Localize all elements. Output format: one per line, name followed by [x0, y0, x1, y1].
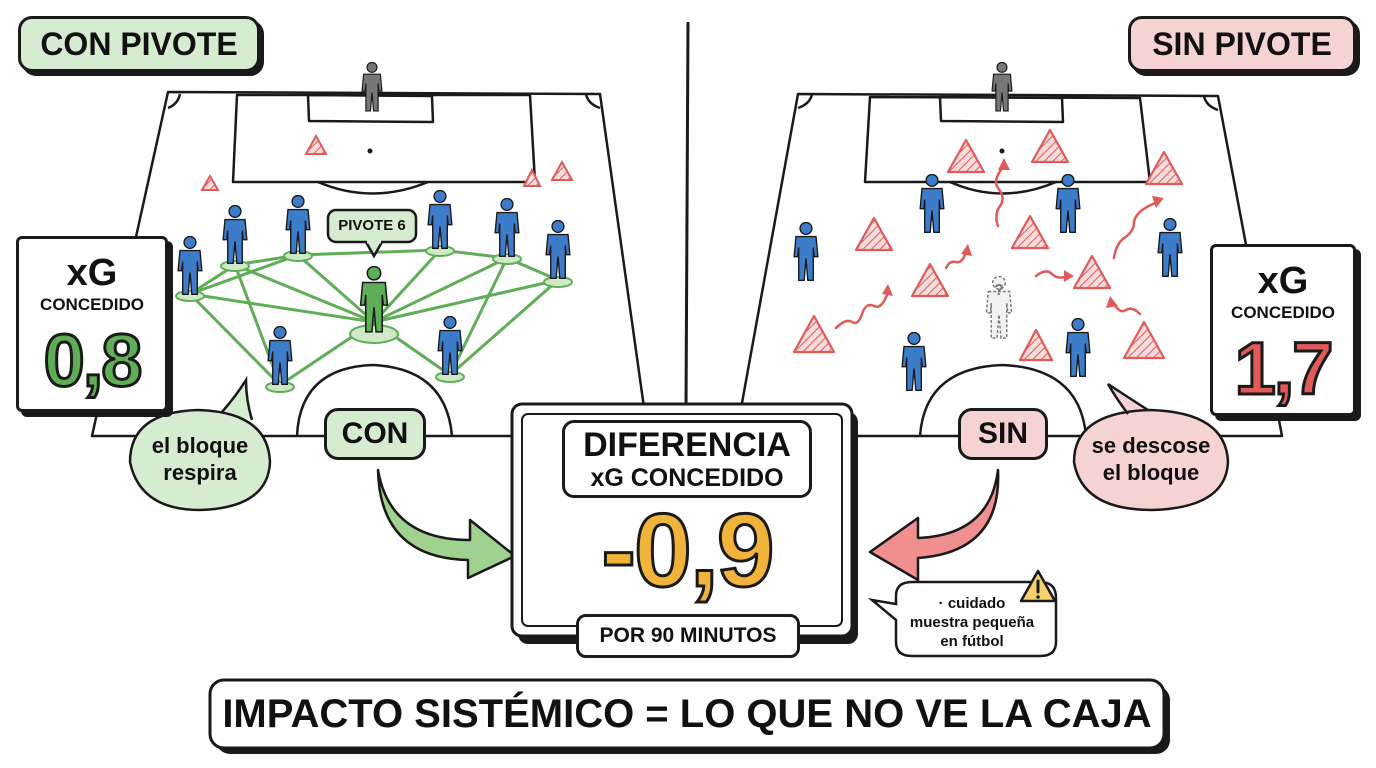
- center-title-line-1: DIFERENCIA: [583, 426, 791, 464]
- center-divider: [684, 21, 690, 409]
- right-xg-label: xG: [1257, 260, 1309, 302]
- left-title: CON PIVOTE: [18, 16, 260, 72]
- con-tag: CON: [324, 408, 426, 460]
- left-bubble-text: el bloque respira: [136, 432, 264, 486]
- pivot-label: PIVOTE 6: [338, 217, 406, 234]
- left-speech-bubble: [128, 375, 272, 512]
- left-bubble-line-2: respira: [163, 460, 237, 485]
- green-flow-arrow: [376, 468, 517, 580]
- right-bubble-line-1: se descose: [1091, 433, 1211, 458]
- right-pitch: [734, 92, 1284, 438]
- warning-icon: [1019, 569, 1057, 603]
- right-title: SIN PIVOTE: [1128, 16, 1356, 72]
- warning-line-3: en fútbol: [940, 633, 1004, 650]
- bottom-banner: IMPACTO SISTÉMICO = LO QUE NO VE LA CAJA: [222, 692, 1152, 736]
- warning-line-2: muestra pequeña: [909, 614, 1035, 631]
- pivot-label-callout: [326, 208, 418, 259]
- sin-tag: SIN: [958, 408, 1048, 460]
- warning-text: · cuidado muestra pequeña en fútbol: [898, 594, 1046, 651]
- left-title-text: CON PIVOTE: [40, 26, 238, 62]
- right-xg-box: xG CONCEDIDO 1,7: [1210, 244, 1356, 416]
- right-goalkeeper: [991, 62, 1013, 112]
- sin-tag-text: SIN: [977, 417, 1028, 450]
- con-tag-text: CON: [341, 417, 409, 450]
- missing-pivot-question: ?: [994, 282, 1004, 299]
- left-xg-label: xG: [66, 252, 118, 294]
- center-title-line-2: xG CONCEDIDO: [590, 464, 784, 492]
- red-flow-arrow: [868, 468, 1000, 582]
- left-xg-sublabel: CONCEDIDO: [40, 295, 144, 314]
- right-xg-value: 1,7: [1233, 327, 1335, 410]
- left-xg-value: 0,8: [42, 319, 144, 402]
- center-diff-value: -0,9: [600, 493, 776, 609]
- right-bubble-line-2: el bloque: [1102, 460, 1200, 485]
- left-bubble-line-1: el bloque: [151, 433, 249, 458]
- banner-frame: [208, 678, 1166, 750]
- center-footer-text: POR 90 MINUTOS: [599, 624, 777, 647]
- player-base-rings: [175, 245, 573, 393]
- right-title-text: SIN PIVOTE: [1152, 26, 1332, 62]
- right-penalty-spot: [999, 148, 1005, 154]
- left-goalkeeper: [361, 62, 383, 112]
- center-footer-box: POR 90 MINUTOS: [576, 614, 800, 658]
- attacking-runs: [834, 164, 1160, 330]
- left-penalty-spot: [367, 148, 373, 154]
- run-arrowheads: [882, 158, 1164, 308]
- right-xg-sublabel: CONCEDIDO: [1231, 303, 1335, 322]
- right-threat-triangles: [792, 128, 1184, 362]
- right-bubble-text: se descose el bloque: [1080, 432, 1222, 486]
- warning-line-1: · cuidado: [938, 595, 1006, 612]
- left-xg-box: xG CONCEDIDO 0,8: [16, 236, 168, 412]
- center-title-box: DIFERENCIA xG CONCEDIDO: [562, 420, 812, 498]
- left-threat-triangles: [200, 133, 574, 191]
- right-speech-bubble: [1072, 382, 1230, 512]
- warning-bubble: [867, 580, 1058, 658]
